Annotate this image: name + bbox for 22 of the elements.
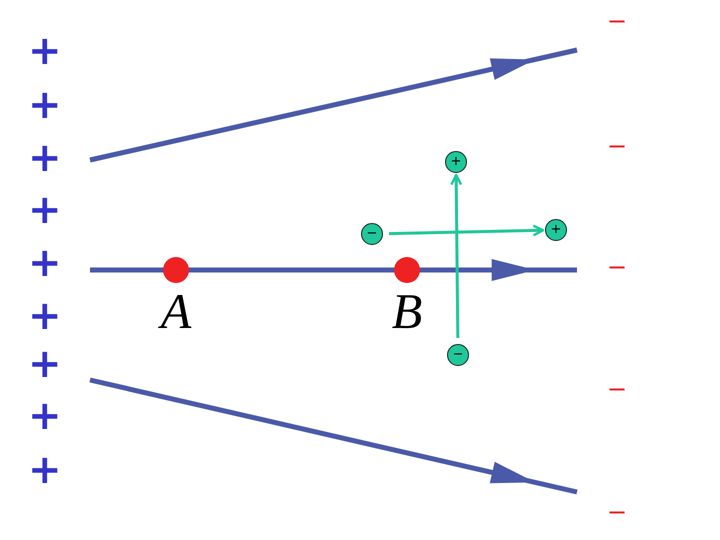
- charge-circle: −: [361, 223, 383, 245]
- negative-charge-sign: −: [606, 7, 628, 35]
- positive-charge-sign: +: [28, 447, 58, 493]
- positive-charge-sign: +: [28, 187, 58, 233]
- positive-charge-sign: +: [28, 293, 58, 339]
- negative-charge-sign: −: [606, 375, 628, 403]
- positive-charge-sign: +: [28, 240, 58, 286]
- point-label: B: [390, 283, 424, 339]
- charge-circle: +: [445, 151, 467, 173]
- arrow: [388, 224, 544, 236]
- positive-charge-sign: +: [28, 393, 58, 439]
- negative-charge-sign: −: [606, 253, 628, 281]
- point-label: A: [146, 283, 206, 339]
- positive-charge-sign: +: [28, 135, 58, 181]
- positive-charge-sign: +: [28, 82, 58, 128]
- positive-charge-sign: +: [28, 341, 58, 387]
- negative-charge-sign: −: [606, 132, 628, 160]
- charge-circle: −: [447, 344, 469, 366]
- charge-circle: +: [545, 219, 567, 241]
- arrow: [450, 174, 462, 338]
- negative-charge-sign: −: [606, 498, 628, 526]
- positive-charge-sign: +: [28, 28, 58, 74]
